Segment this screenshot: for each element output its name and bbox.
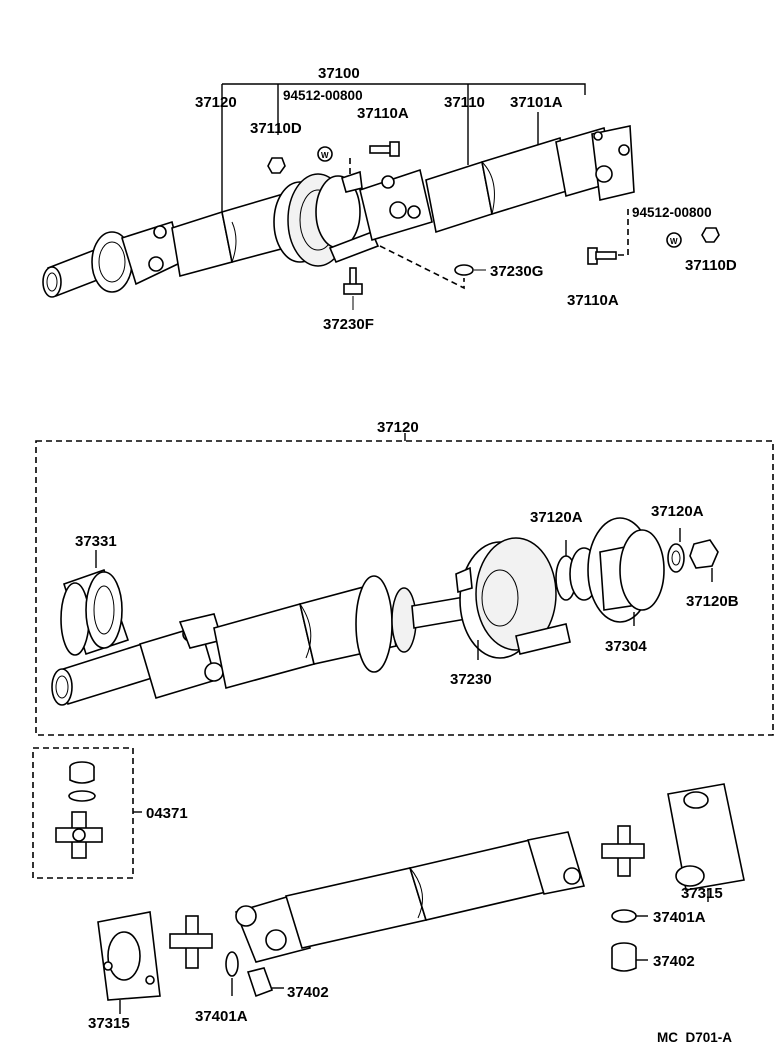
snap-ring-right [611,909,648,923]
label-snap-ring-right: 37401A [653,909,706,926]
flange-37304 [587,517,665,626]
bolt-37110a-top-left [369,141,400,157]
label-yoke-left: 37315 [88,1015,130,1032]
label-flange: 37304 [605,638,647,655]
washer-37230g [379,245,486,290]
tube-section [213,575,473,689]
label-assembly-37100: 37100 [318,65,360,82]
top-assembly: W W [42,83,720,310]
label-center-bearing: 37230 [450,671,492,688]
rear-tube-top [425,136,571,234]
cross-left [169,915,213,969]
yoke-37315-right [667,783,745,902]
label-bearing-cup-right: 37402 [653,953,695,970]
label-washer-mount: 37230G [490,263,543,280]
label-bearing-a: 37120A [530,509,583,526]
label-tube: 37110 [444,94,485,111]
label-dust-cover: 37331 [75,533,117,550]
middle-yoke-top [359,168,433,242]
nut-37110d-top-right [701,227,720,243]
label-section-37120: 37120 [377,419,419,436]
center-bearing-37230 [455,537,571,660]
dust-cover-37331 [60,550,130,656]
yoke-37315-left [97,911,161,1014]
rear-flange-yoke-top [555,125,635,201]
bearing-cup-kit [69,761,95,784]
washer-37120a [667,528,685,573]
label-joint-kit: 04371 [146,805,188,822]
washer-top-right: W [666,232,682,248]
label-nut-1: 37110D [250,120,302,137]
front-yoke-top [91,220,183,293]
label-bracket: 37101A [510,94,563,111]
center-bearing-top [273,170,380,267]
bolt-37230f [343,267,363,310]
label-flange-washer: 37120A [651,503,704,520]
bolt-37110a-top-right [587,247,617,265]
bearing-cup-left [246,967,284,998]
svg-text:W: W [321,151,329,160]
bottom-shaft [97,783,745,1014]
label-flange-nut: 37120B [686,593,739,610]
label-snap-ring-left: 37401A [195,1008,248,1025]
label-washer-1: 94512-00800 [283,88,363,103]
label-bolt-1: 37110A [357,105,409,122]
label-washer-2: 94512-00800 [632,205,712,220]
cross-right [601,825,645,877]
section-37120 [35,433,774,736]
snap-ring-left [225,951,239,996]
tube-bottom [234,831,586,963]
bearing-cup-right [611,942,648,972]
nut-37120b [689,539,719,582]
label-yoke-right: 37315 [681,885,723,902]
cross-kit [55,811,103,859]
label-bolt-mount: 37230F [323,316,374,333]
label-front-shaft: 37120 [195,94,237,111]
labels: 37100 37120 94512-00800 37110D 37110A 37… [75,65,739,1045]
washer-top-left: W [317,146,333,162]
label-nut-2: 37110D [685,257,737,274]
front-spline-section [51,613,224,706]
joint-kit-04371 [32,747,142,879]
snap-ring-kit [68,790,96,802]
label-bolt-2: 37110A [567,292,619,309]
label-bearing-cup-left: 37402 [287,984,329,1001]
label-drawing-code: MC D701-A [657,1030,732,1045]
svg-text:W: W [670,237,678,246]
nut-37110d-top-left [267,157,286,174]
